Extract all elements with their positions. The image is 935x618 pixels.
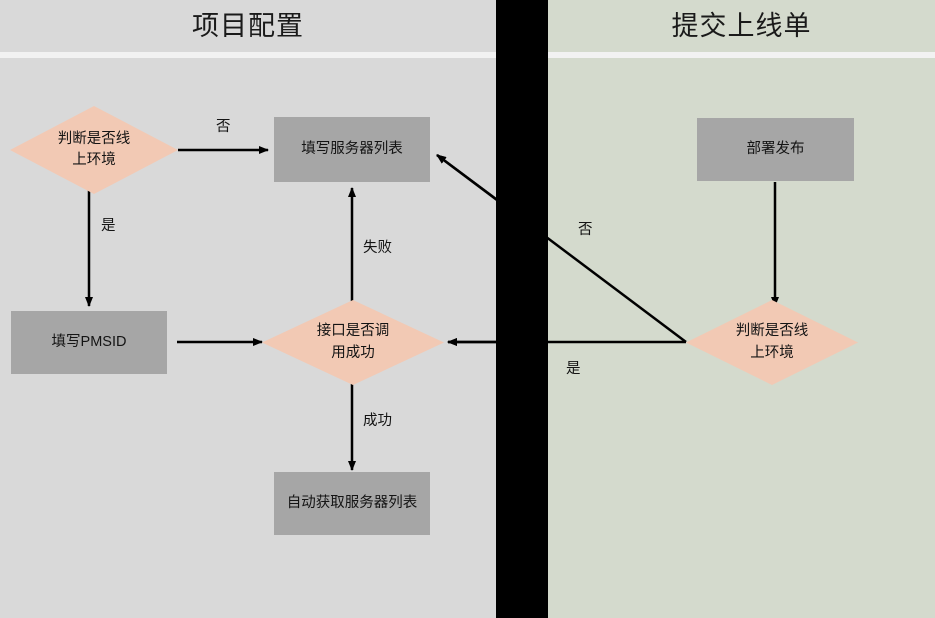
node-decision-api-call-success[interactable]: 接口是否调 用成功	[262, 300, 444, 385]
lane-title-right: 提交上线单	[671, 11, 812, 41]
edge-label-no-top-left: 否	[216, 119, 231, 135]
lane-separator-left	[0, 52, 496, 58]
edge-label-yes-left: 是	[101, 218, 116, 234]
node-label: 接口是否调 用成功	[316, 323, 390, 361]
node-label: 填写PMSID	[51, 333, 127, 350]
edge-label-yes-right: 是	[566, 361, 581, 377]
edge-label-no-right: 否	[578, 222, 593, 238]
node-decision-is-online-env-right[interactable]: 判断是否线 上环境	[686, 300, 858, 385]
node-label: 自动获取服务器列表	[286, 494, 418, 511]
node-label: 部署发布	[746, 140, 805, 157]
node-fill-pmsid[interactable]: 填写PMSID	[11, 311, 167, 374]
node-label: 判断是否线 上环境	[57, 130, 131, 168]
node-auto-fetch-server-list[interactable]: 自动获取服务器列表	[274, 472, 430, 535]
edge-label-success: 成功	[363, 413, 392, 429]
lane-divider	[496, 0, 548, 618]
edge-label-fail: 失败	[363, 240, 392, 256]
node-label: 填写服务器列表	[301, 140, 403, 157]
swimlane-left: 项目配置	[0, 0, 496, 618]
lane-separator-right	[548, 52, 935, 58]
node-deploy-release[interactable]: 部署发布	[697, 118, 854, 181]
lane-title-left: 项目配置	[192, 11, 304, 41]
node-label: 判断是否线 上环境	[735, 323, 809, 361]
node-decision-is-online-env-left[interactable]: 判断是否线 上环境	[10, 106, 178, 194]
node-fill-server-list[interactable]: 填写服务器列表	[274, 117, 430, 182]
